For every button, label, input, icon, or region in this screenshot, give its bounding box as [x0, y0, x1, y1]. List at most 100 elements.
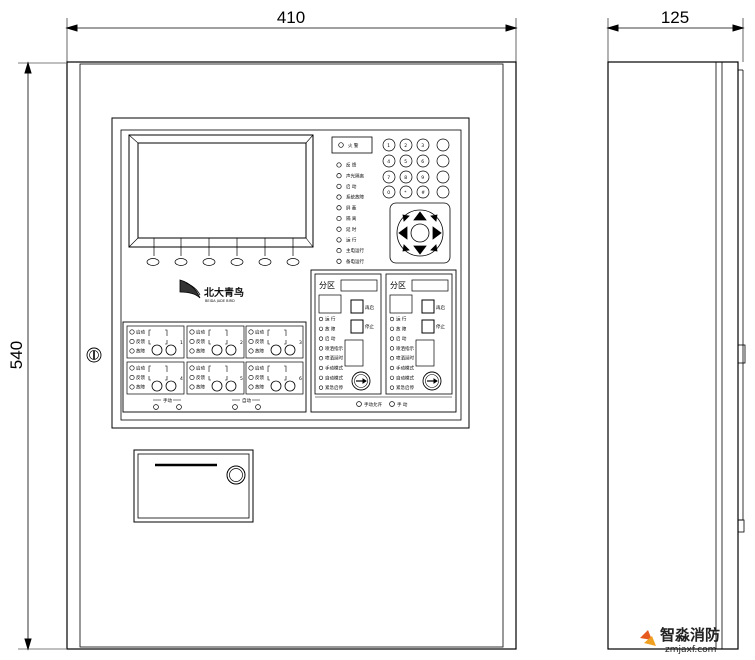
keypad-key[interactable] — [436, 170, 450, 184]
zone-title: 分区 — [390, 281, 406, 290]
status-led — [336, 194, 342, 200]
zone-led — [389, 326, 395, 331]
lcd-softkeys — [146, 238, 300, 266]
keypad-key-label: 3 — [421, 143, 424, 149]
keypad-key[interactable] — [399, 138, 413, 152]
zone-led-label: 故 障 — [325, 325, 336, 332]
module-button[interactable] — [225, 380, 237, 392]
logo-text: 北大青鸟 — [204, 286, 244, 299]
zone-led — [318, 316, 324, 322]
module-button[interactable] — [165, 380, 177, 392]
module-led-label: 启动 — [136, 329, 145, 336]
manual-label: 手 动 — [397, 401, 408, 408]
module-footer-label: 手动 — [163, 397, 172, 404]
keypad-key[interactable] — [399, 170, 413, 184]
keypad-key-label: 7 — [387, 175, 390, 181]
zone-led — [318, 375, 324, 380]
keypad-key-label: 9 — [421, 175, 424, 181]
zone-led — [389, 365, 395, 371]
keypad-key[interactable] — [382, 185, 396, 199]
keypad-key[interactable] — [382, 170, 396, 184]
dim-height-label: 540 — [7, 341, 26, 369]
status-led-label: 屏 蔽 — [346, 204, 357, 211]
keypad-key-label: 2 — [404, 143, 407, 149]
module-button[interactable] — [270, 344, 282, 356]
zone-led — [389, 385, 395, 390]
module-led-label: 反馈 — [136, 338, 145, 345]
zone-title: 分区 — [319, 281, 335, 290]
zone-led — [389, 336, 395, 341]
module-button[interactable] — [151, 344, 163, 356]
status-led-label: 备电运行 — [346, 258, 364, 265]
zone-led-label: 启 动 — [325, 335, 336, 342]
keypad-key[interactable] — [382, 154, 396, 168]
keypad-key[interactable] — [436, 185, 450, 199]
keypad-key[interactable] — [382, 138, 396, 152]
module-led-label: 启动 — [196, 329, 205, 336]
module-button[interactable] — [284, 380, 296, 392]
keypad-key-label: 5 — [404, 159, 407, 165]
zone-key-switch[interactable] — [351, 371, 371, 391]
zone-led — [318, 346, 324, 351]
keypad-key[interactable] — [416, 154, 430, 168]
keypad-key[interactable] — [399, 154, 413, 168]
keypad-key[interactable] — [436, 154, 450, 168]
keypad-key[interactable] — [436, 138, 450, 152]
zone-key-switch[interactable] — [422, 371, 442, 391]
module-number: 2 — [240, 340, 243, 346]
module-led-label: 反馈 — [196, 338, 205, 345]
watermark-url: zmjaxf.com — [665, 645, 716, 655]
zone-led — [318, 326, 324, 331]
zone-led — [389, 375, 395, 380]
zone-led — [318, 385, 324, 390]
keypad-key-label: 4 — [387, 159, 390, 165]
side-view — [606, 18, 746, 650]
zone-led — [389, 316, 395, 322]
module-number: 1 — [180, 340, 183, 346]
module-button[interactable] — [211, 344, 223, 356]
zone-led-label: 喷洒延时 — [396, 355, 414, 362]
module-number: 3 — [299, 340, 302, 346]
keypad-key[interactable] — [399, 185, 413, 199]
zone-led-label: 喷洒延时 — [325, 355, 343, 362]
zone-start-button[interactable] — [350, 299, 364, 314]
watermark: 智淼消防 zmjaxf.com — [640, 626, 720, 655]
keypad-key-label: 6 — [421, 159, 424, 165]
module-button[interactable] — [284, 344, 296, 356]
zone-start-button[interactable] — [421, 299, 435, 314]
manual-allow-label: 手动允许 — [364, 401, 382, 408]
keypad-key[interactable] — [416, 138, 430, 152]
status-led — [336, 226, 342, 232]
module-button[interactable] — [225, 344, 237, 356]
module-led-label: 故障 — [196, 384, 205, 391]
keypad-key[interactable] — [416, 185, 430, 199]
status-led — [336, 248, 342, 254]
module-button[interactable] — [165, 344, 177, 356]
zone-led-label: 紧急启停 — [396, 384, 414, 391]
module-button[interactable] — [211, 380, 223, 392]
zone-led-label: 故 障 — [396, 325, 407, 332]
module-button[interactable] — [270, 380, 282, 392]
zone-stop-label: 停止 — [365, 323, 374, 330]
zone-led-label: 喷洒指示 — [396, 345, 414, 352]
watermark-name: 智淼消防 — [660, 626, 720, 644]
status-led — [336, 162, 342, 168]
keypad-key-label: 8 — [404, 175, 407, 181]
module-led-label: 反馈 — [136, 374, 145, 381]
zone-panel-1: 分区再启停止运 行故 障启 动喷洒指示喷洒延时手动模式自动模式紧急启停手动允许手… — [314, 273, 408, 408]
module-led-label: 故障 — [196, 348, 205, 355]
zone-stop-button[interactable] — [421, 319, 435, 334]
zone-led — [389, 356, 395, 361]
zone-led-label: 紧急启停 — [325, 384, 343, 391]
module-number: 6 — [299, 376, 302, 382]
keypad-key[interactable] — [416, 170, 430, 184]
status-led-label: 系统故障 — [346, 194, 364, 201]
direction-pad — [389, 202, 451, 264]
module-button[interactable] — [151, 380, 163, 392]
zone-stop-button[interactable] — [350, 319, 364, 334]
